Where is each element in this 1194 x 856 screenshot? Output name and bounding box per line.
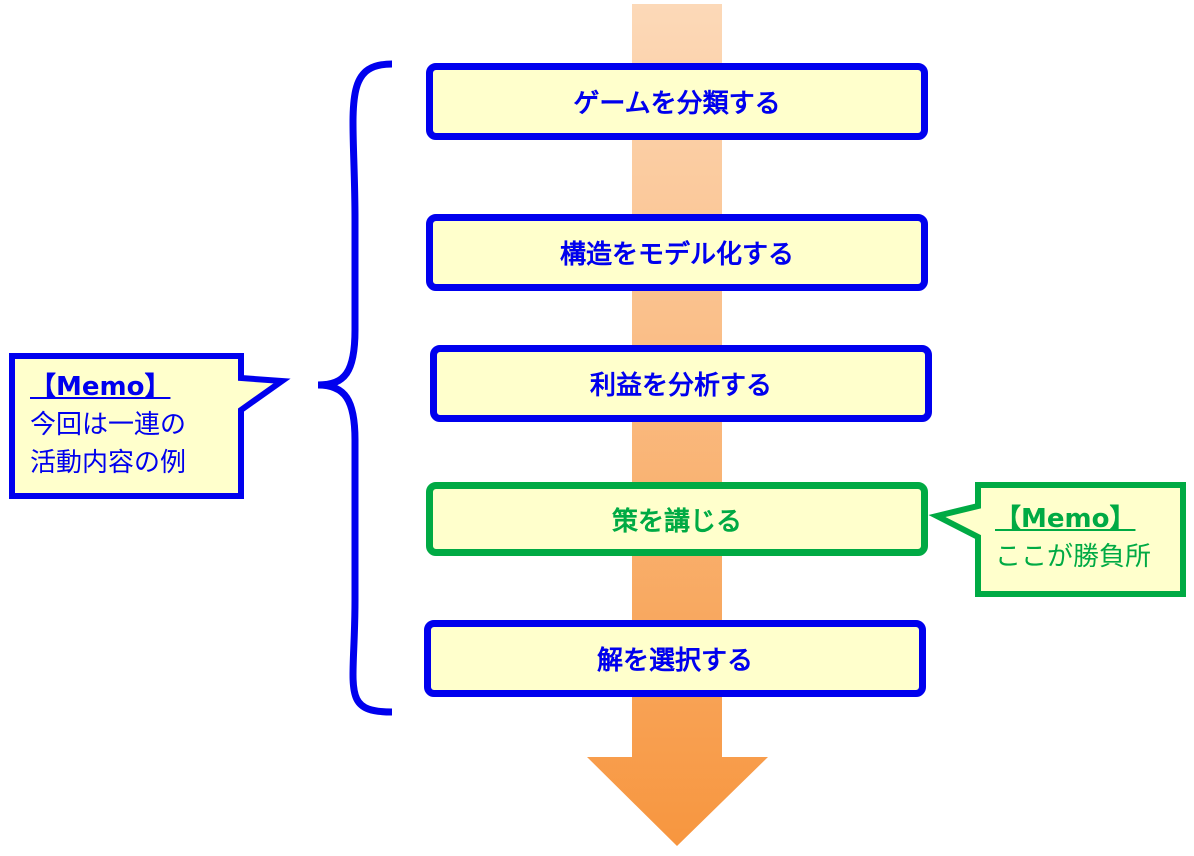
- memo-left-line: 活動内容の例: [30, 448, 187, 478]
- curly-brace: [317, 60, 393, 716]
- step-select-solution: 解を選択する: [424, 620, 926, 697]
- memo-right-title: 【Memo】: [995, 504, 1136, 534]
- memo-right-text: 【Memo】 ここが勝負所: [995, 500, 1151, 576]
- step-model-structure: 構造をモデル化する: [426, 214, 928, 291]
- memo-left-title: 【Memo】: [30, 372, 171, 402]
- step-take-measures: 策を講じる: [426, 482, 928, 556]
- step-analyze-profit: 利益を分析する: [430, 345, 932, 422]
- memo-left-line: 今回は一連の: [30, 410, 187, 440]
- memo-right-callout: [928, 482, 1186, 597]
- memo-left-callout: [9, 353, 291, 499]
- step-classify-game: ゲームを分類する: [426, 63, 928, 140]
- memo-left-text: 【Memo】 今回は一連の 活動内容の例: [30, 368, 186, 482]
- memo-right-line: ここが勝負所: [995, 542, 1152, 572]
